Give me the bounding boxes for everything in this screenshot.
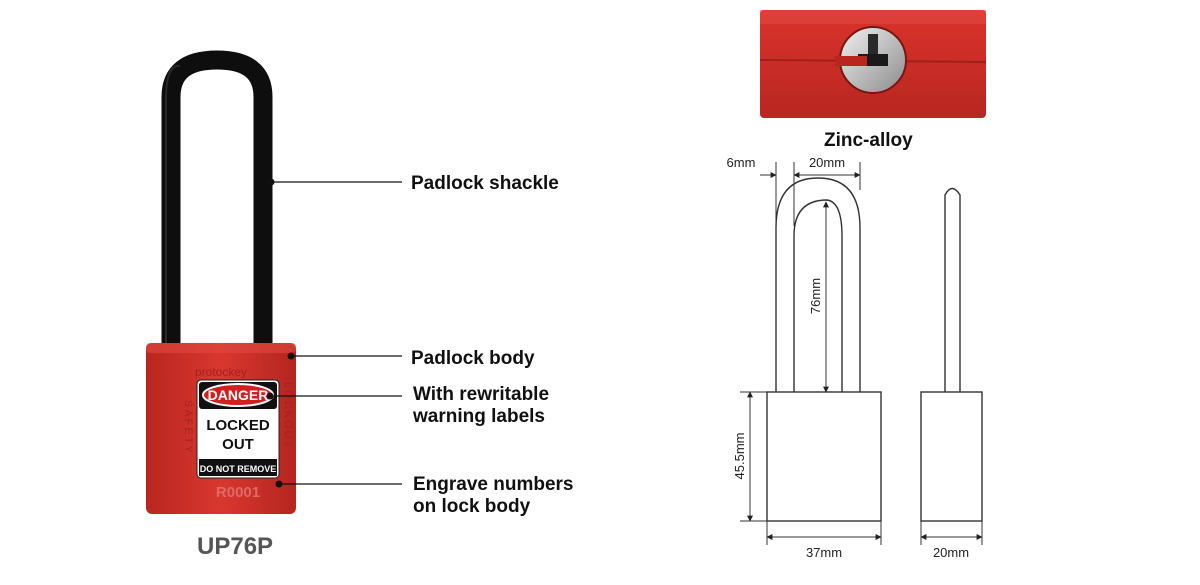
callout-engrave: Engrave numbers on lock body [413, 474, 574, 518]
label-do-not-remove: DO NOT REMOVE [200, 464, 277, 474]
dim-body-width: 37mm [806, 545, 842, 560]
callout-labels-line2: warning labels [413, 406, 545, 427]
callout-labels: With rewritable warning labels [413, 384, 549, 428]
front-view-drawing [766, 177, 882, 522]
label-locked: LOCKED [206, 417, 270, 434]
side-text-right: LOCKOUT [282, 382, 294, 449]
callout-engrave-line2: on lock body [413, 496, 531, 517]
lock-cylinder [759, 10, 987, 118]
side-view-drawing [920, 187, 983, 522]
brand-mark: protockey [195, 365, 247, 379]
padlock-shackle [161, 50, 273, 352]
callout-body: Padlock body [411, 348, 535, 369]
dim-shackle-thickness: 6mm [727, 155, 756, 170]
model-name: UP76P [197, 533, 274, 560]
dim-shackle-clearance: 76mm [808, 278, 823, 314]
cylinder-material: Zinc-alloy [824, 130, 913, 151]
engraved-number: R0001 [216, 484, 260, 501]
dim-shackle-inner-width: 20mm [809, 155, 845, 170]
side-text-left: SAFETY [182, 400, 194, 455]
dimension-lines [740, 162, 983, 545]
callout-dots [266, 178, 295, 488]
dim-body-depth: 20mm [933, 545, 969, 560]
callout-shackle: Padlock shackle [411, 173, 559, 194]
dim-body-height: 45.5mm [732, 433, 747, 480]
callout-engrave-line1: Engrave numbers [413, 474, 574, 495]
callout-lines [270, 181, 402, 485]
callout-labels-line1: With rewritable [413, 384, 550, 405]
padlock-body: protockey SAFETY LOCKOUT DANGER LOCKED O… [146, 343, 296, 514]
warning-label: DANGER LOCKED OUT DO NOT REMOVE [196, 379, 280, 479]
label-out: OUT [222, 436, 254, 453]
dimension-labels: 6mm 20mm 76mm 45.5mm 37mm 20mm [727, 155, 970, 560]
label-danger: DANGER [208, 387, 269, 403]
